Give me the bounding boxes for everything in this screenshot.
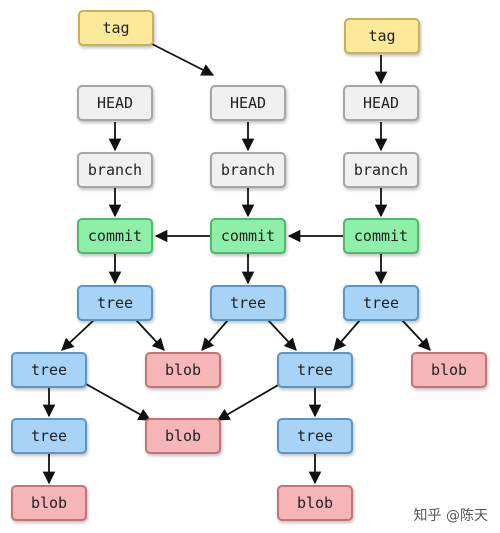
edge-tree1-blob1	[135, 319, 165, 351]
edge-tag1-head2	[151, 43, 215, 76]
blob-node-4: blob	[11, 485, 87, 521]
branch-node-2: branch	[210, 152, 286, 188]
watermark: 知乎 @陈天	[413, 508, 488, 524]
tree-node-7: tree	[277, 418, 353, 454]
head-node-2: HEAD	[210, 85, 286, 121]
edge-tree3-tree5	[333, 319, 361, 351]
edge-tree1-tree4	[61, 319, 95, 351]
blob-node-5: blob	[277, 485, 353, 521]
tree-node-5: tree	[277, 352, 353, 388]
tree-node-1: tree	[77, 285, 153, 321]
tag-node-1: tag	[78, 10, 154, 46]
tree-node-3: tree	[343, 285, 419, 321]
branch-node-1: branch	[77, 152, 153, 188]
edge-tree5-blob3	[216, 383, 281, 421]
blob-node-3: blob	[145, 418, 221, 454]
edge-tree2-blob1	[201, 319, 229, 351]
tree-node-6: tree	[11, 418, 87, 454]
commit-node-2: commit	[210, 218, 286, 254]
edge-tree2-tree5	[267, 319, 297, 351]
branch-node-3: branch	[343, 152, 419, 188]
blob-node-2: blob	[411, 352, 487, 388]
commit-node-3: commit	[343, 218, 419, 254]
head-node-3: HEAD	[343, 85, 419, 121]
tag-node-2: tag	[344, 18, 420, 54]
tree-node-4: tree	[11, 352, 87, 388]
tree-node-2: tree	[210, 285, 286, 321]
head-node-1: HEAD	[77, 85, 153, 121]
edge-tree4-blob3	[85, 383, 152, 421]
edge-tree3-blob2	[401, 319, 431, 351]
commit-node-1: commit	[77, 218, 153, 254]
blob-node-1: blob	[145, 352, 221, 388]
